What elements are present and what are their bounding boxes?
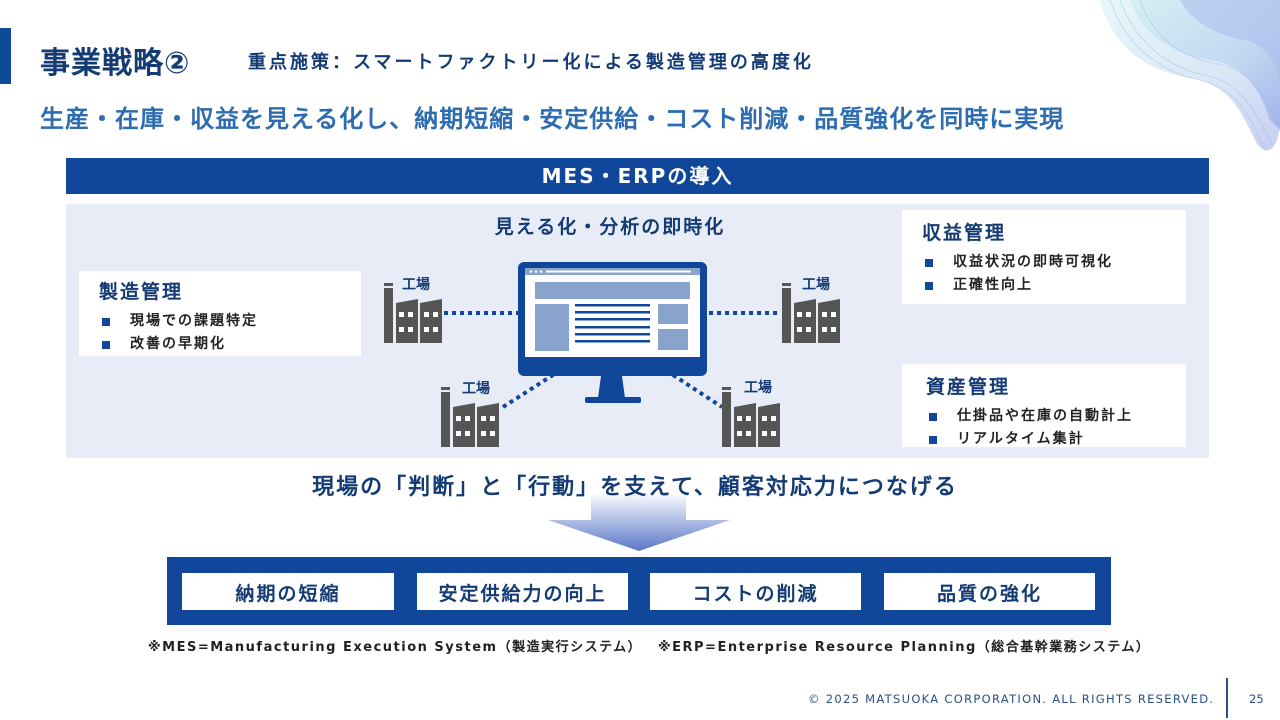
factory-icon-lower-right bbox=[722, 387, 780, 447]
card-list-item: 仕掛品や在庫の自動計上 bbox=[926, 405, 1186, 428]
connector-lines bbox=[444, 311, 780, 409]
outcome-quality: 品質の強化 bbox=[884, 573, 1095, 610]
factory-label-left: 工場 bbox=[402, 276, 430, 293]
bullet-square-icon bbox=[102, 317, 110, 326]
card-list-item: 現場での課題特定 bbox=[99, 310, 361, 333]
footer-divider bbox=[1226, 678, 1228, 718]
page-subtitle: 重点施策：スマートファクトリー化による製造管理の高度化 bbox=[248, 52, 814, 73]
factory-label-lower-left: 工場 bbox=[462, 380, 490, 397]
section-banner: MES・ERPの導入 bbox=[66, 158, 1209, 194]
bullet-square-icon bbox=[929, 412, 937, 421]
card-list-item: リアルタイム集計 bbox=[926, 428, 1186, 451]
note-mes: ※MES=Manufacturing Execution System（製造実行… bbox=[148, 640, 643, 655]
card-manufacturing-management: 製造管理 現場での課題特定 改善の早期化 bbox=[79, 271, 361, 356]
outcome-stable-supply: 安定供給力の向上 bbox=[417, 573, 628, 610]
bullet-square-icon bbox=[925, 281, 933, 290]
connector-lower-right bbox=[671, 373, 724, 409]
page-number: 25 bbox=[1249, 692, 1264, 706]
factory-label-right: 工場 bbox=[802, 276, 830, 293]
bottom-message-text: 現場の「判断」と「行動」を支えて、顧客対応力につなげる bbox=[312, 475, 958, 500]
connector-lower-left bbox=[501, 373, 555, 409]
bottom-message: 現場の「判断」と「行動」を支えて、顧客対応力につなげる bbox=[0, 469, 1280, 501]
copyright: © 2025 MATSUOKA CORPORATION. ALL RIGHTS … bbox=[808, 692, 1215, 706]
card-title: 収益管理 bbox=[922, 222, 1007, 244]
card-asset-management: 資産管理 仕掛品や在庫の自動計上 リアルタイム集計 bbox=[902, 364, 1186, 447]
visualization-title-text: 見える化・分析の即時化 bbox=[494, 216, 726, 238]
outcome-delivery-time: 納期の短縮 bbox=[182, 573, 394, 610]
card-list-item: 収益状況の即時可視化 bbox=[922, 251, 1186, 274]
page-title: 事業戦略② bbox=[40, 46, 191, 81]
card-revenue-management: 収益管理 収益状況の即時可視化 正確性向上 bbox=[902, 210, 1186, 304]
bullet-square-icon bbox=[925, 258, 933, 267]
monitor-dashboard-icon bbox=[518, 262, 707, 403]
title-accent-bar bbox=[0, 28, 11, 84]
factory-label-lower-right: 工場 bbox=[744, 379, 772, 396]
decorative-wave-graphic bbox=[1100, 0, 1280, 151]
bullet-square-icon bbox=[929, 435, 937, 444]
headline: 生産・在庫・収益を見える化し、納期短縮・安定供給・コスト削減・品質強化を同時に実… bbox=[40, 105, 1065, 133]
card-title: 製造管理 bbox=[99, 281, 184, 303]
card-list-item: 正確性向上 bbox=[922, 274, 1186, 297]
visualization-title: 見える化・分析の即時化 bbox=[0, 212, 1280, 239]
down-arrow-icon bbox=[548, 492, 730, 551]
card-list-item: 改善の早期化 bbox=[99, 333, 361, 356]
outcome-cost-reduction: コストの削減 bbox=[650, 573, 861, 610]
bullet-square-icon bbox=[102, 340, 110, 349]
note-erp: ※ERP=Enterprise Resource Planning（総合基幹業務… bbox=[658, 640, 1151, 655]
card-title: 資産管理 bbox=[926, 376, 1011, 398]
